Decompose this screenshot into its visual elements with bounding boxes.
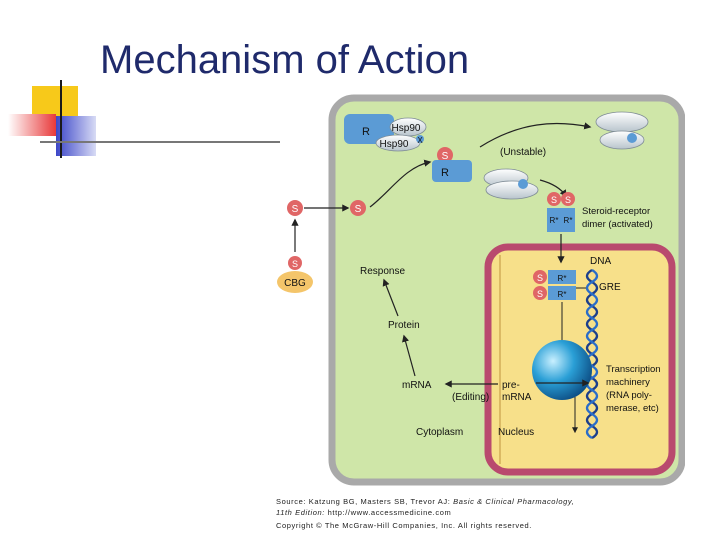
receptor-block <box>344 114 394 144</box>
mrna-label: mRNA <box>402 380 432 391</box>
cytoplasm-label: Cytoplasm <box>416 427 463 438</box>
unstable-label: (Unstable) <box>500 147 546 158</box>
dimer-steroid-2-label: S <box>565 195 571 205</box>
gre-receptor-2-label: R* <box>558 290 567 299</box>
transcription-machinery-sphere <box>532 340 592 400</box>
steroid-extracellular <box>287 200 303 216</box>
steroid-on-cbg-label: S <box>292 259 298 269</box>
transcription-line-3: (RNA poly- <box>606 390 652 401</box>
editing-label: (Editing) <box>452 392 489 403</box>
dimer-receptor-1 <box>547 208 561 232</box>
gre-receptor-1-label: R* <box>558 274 567 283</box>
steroid-unstable <box>437 147 453 163</box>
arrow-steroid-to-complex <box>369 159 432 208</box>
dimer-steroid-1 <box>547 192 561 206</box>
dimer-receptor-1-label: R* <box>550 216 559 225</box>
hsp90-dissoc-blob-2 <box>485 180 539 200</box>
premrna-line-1: pre- <box>502 380 520 391</box>
caption-copyright: Copyright © The McGraw-Hill Companies, I… <box>276 521 532 530</box>
deco-red-bar <box>8 114 56 136</box>
premrna-line-2: mRNA <box>502 392 532 403</box>
hsp90-top-label: Hsp90 <box>392 123 421 134</box>
cbg-label: CBG <box>284 278 306 289</box>
deco-horizontal-line <box>40 141 280 143</box>
gre-steroid-1-label: S <box>537 273 543 283</box>
protein-label: Protein <box>388 320 420 331</box>
gre-receptor-2 <box>548 286 576 300</box>
gre-label: GRE <box>599 282 621 293</box>
receptor-unstable <box>432 160 472 182</box>
hsp90-dissoc-dot <box>518 179 528 189</box>
dna-helix-strand-2 <box>585 268 599 440</box>
steroid-extracellular-label: S <box>292 204 299 215</box>
caption-edition-line: 11th Edition: http://www.accessmedicine.… <box>276 508 451 517</box>
dimer-label-line1: Steroid-receptor <box>582 206 650 217</box>
steroid-unstable-label: S <box>442 151 449 162</box>
dimer-steroid-2 <box>561 192 575 206</box>
caption-url[interactable]: http://www.accessmedicine.com <box>324 508 452 517</box>
gre-steroid-2 <box>533 286 547 300</box>
hsp-marker-dot <box>416 135 424 143</box>
cbg-protein <box>277 271 313 293</box>
receptor-label: R <box>362 126 370 138</box>
arrow-mrna-to-protein <box>402 334 416 377</box>
dimer-steroid-1-label: S <box>551 195 557 205</box>
caption-source-prefix: Source: Katzung BG, Masters SB, Trevor A… <box>276 497 454 506</box>
dna-label: DNA <box>590 256 611 267</box>
hsp90-receptor-complex: R Hsp90 Hsp90 X <box>344 114 427 152</box>
steroid-intracellular-label: S <box>355 204 362 215</box>
receptor-unstable-label: R <box>441 167 449 179</box>
caption-source: Source: Katzung BG, Masters SB, Trevor A… <box>276 497 574 506</box>
dimer-receptor-2-label: R* <box>564 216 573 225</box>
hsp90-free-blob-1 <box>595 111 649 133</box>
arrow-protein-to-response <box>382 278 399 317</box>
dimer-receptor-2 <box>561 208 575 232</box>
response-label: Response <box>360 266 405 277</box>
mechanism-diagram: R Hsp90 Hsp90 X S R (Unstable) S S S CBG… <box>277 94 685 486</box>
deco-vertical-line <box>60 80 62 158</box>
transcription-line-2: machinery <box>606 377 650 388</box>
steroid-on-cbg <box>288 256 302 270</box>
transcription-line-4: merase, etc) <box>606 403 659 414</box>
gre-steroid-2-label: S <box>537 289 543 299</box>
steroid-intracellular <box>350 200 366 216</box>
transcription-line-1: Transcription <box>606 364 661 375</box>
hsp90-bottom-label: Hsp90 <box>380 139 409 150</box>
dimer-label-line2: dimer (activated) <box>582 219 653 230</box>
caption-source-book: Basic & Clinical Pharmacology, <box>453 497 575 506</box>
nucleus-label: Nucleus <box>498 427 534 438</box>
deco-blue-square <box>56 116 96 156</box>
hsp-marker-label: X <box>417 136 423 145</box>
arrow-hsp-release-top <box>479 122 592 148</box>
caption-edition: 11th Edition: <box>276 508 325 517</box>
gre-receptor-1 <box>548 270 576 284</box>
slide-title: Mechanism of Action <box>100 38 470 82</box>
hsp90-free-dot <box>627 133 637 143</box>
hsp90-free-blob-2 <box>599 130 645 150</box>
gre-steroid-1 <box>533 270 547 284</box>
